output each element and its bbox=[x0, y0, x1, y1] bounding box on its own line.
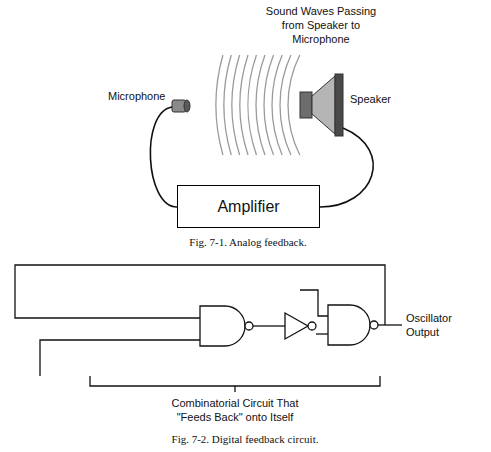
bracket bbox=[90, 376, 380, 392]
speaker-face bbox=[335, 74, 343, 136]
inverter-gate bbox=[285, 313, 308, 339]
box-label: Amplifier bbox=[217, 198, 279, 216]
sound-wave bbox=[248, 55, 256, 155]
microphone-cable bbox=[150, 107, 177, 207]
speaker-cable bbox=[320, 128, 373, 207]
sound-wave bbox=[256, 55, 265, 155]
sound-wave bbox=[264, 55, 274, 155]
part-name: Microphone bbox=[108, 89, 165, 103]
gate-wire bbox=[316, 333, 328, 334]
nand-bubble bbox=[245, 322, 253, 330]
output-wire bbox=[378, 324, 402, 325]
sound-wave bbox=[272, 55, 282, 155]
nand-gate bbox=[328, 305, 370, 345]
wave-note: Sound Waves Passing from Speaker to Micr… bbox=[262, 4, 380, 46]
speaker-symbol bbox=[300, 74, 343, 136]
enable-wire bbox=[300, 290, 328, 316]
amplifier-box: Amplifier bbox=[177, 185, 320, 228]
microphone-head bbox=[184, 100, 190, 112]
nand-bubble bbox=[370, 321, 378, 329]
inverter-bubble bbox=[308, 322, 316, 330]
sound-wave bbox=[216, 55, 223, 155]
sound-wave bbox=[232, 55, 240, 155]
sound-wave bbox=[280, 55, 291, 155]
bracket-note: Combinatorial Circuit That "Feeds Back" … bbox=[168, 396, 302, 424]
sound-wave bbox=[224, 55, 231, 155]
sound-wave bbox=[240, 55, 248, 155]
input-wire bbox=[40, 340, 200, 376]
sound-wave bbox=[288, 55, 300, 155]
microphone-symbol bbox=[172, 100, 190, 112]
part-name: Speaker bbox=[350, 92, 391, 106]
figure-caption: Fig. 7-1. Analog feedback. bbox=[189, 235, 306, 249]
speaker-cone bbox=[312, 76, 335, 134]
speaker-magnet bbox=[300, 92, 312, 118]
sound-waves bbox=[216, 55, 300, 155]
gate-wire bbox=[253, 325, 285, 326]
figure-caption: Fig. 7-2. Digital feedback circuit. bbox=[172, 432, 319, 446]
signal-name: Oscillator Output bbox=[406, 311, 466, 339]
nand-gate bbox=[200, 306, 245, 346]
